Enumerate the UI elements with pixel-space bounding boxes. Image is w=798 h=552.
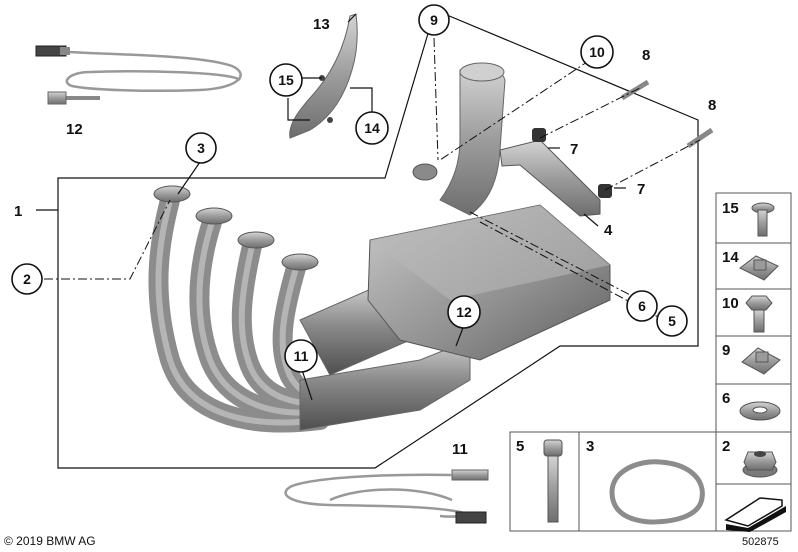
callout-labels: 1 4 7 7 8 8 13 12 11 — [14, 16, 716, 458]
callout-15: 15 — [269, 63, 303, 97]
callout-1: 1 — [14, 203, 22, 220]
lambda-sensor-11 — [284, 469, 489, 524]
direction-arrow-icon — [724, 497, 786, 532]
diagram-id: 502875 — [742, 536, 779, 548]
callout-7b: 7 — [637, 181, 645, 198]
legend-labels: 15 14 10 9 6 2 5 3 — [516, 200, 739, 455]
svg-text:2: 2 — [23, 271, 31, 287]
silencer-box — [367, 62, 611, 361]
circled-callouts: 2 3 9 10 15 14 6 5 — [11, 4, 688, 373]
callout-2: 2 — [11, 263, 43, 295]
legend-cell-3 — [578, 431, 717, 532]
svg-text:9: 9 — [430, 12, 438, 28]
callout-8a: 8 — [642, 47, 650, 64]
callout-4: 4 — [604, 222, 613, 239]
stud-8b — [686, 127, 714, 149]
callout-3: 3 — [185, 132, 217, 164]
legend-label-10: 10 — [722, 295, 739, 312]
lambda-sensor-12 — [35, 45, 242, 105]
svg-text:14: 14 — [364, 120, 380, 136]
svg-text:10: 10 — [589, 44, 605, 60]
legend-label-15: 15 — [722, 200, 739, 217]
legend-label-5: 5 — [516, 438, 524, 455]
exhaust-headers — [148, 185, 471, 433]
heat-shield-13 — [289, 13, 358, 139]
callout-12b: 12 — [66, 121, 83, 138]
legend-label-9: 9 — [722, 342, 730, 359]
flange-nut-2-icon — [742, 451, 778, 478]
clip-nut-14-icon — [739, 255, 779, 281]
legend-label-2: 2 — [722, 438, 730, 455]
callout-6: 6 — [626, 290, 658, 322]
rubber-mount-7a — [532, 128, 546, 142]
svg-text:15: 15 — [278, 72, 294, 88]
screw-15-icon — [751, 202, 775, 237]
hex-bolt-10-icon — [745, 295, 773, 333]
svg-text:6: 6 — [638, 298, 646, 314]
gasket-3-icon — [609, 459, 705, 525]
bracket-4 — [499, 79, 714, 217]
svg-text:11: 11 — [294, 348, 309, 364]
legend-label-14: 14 — [722, 249, 739, 266]
callout-11: 11 — [284, 339, 318, 373]
legend-label-6: 6 — [722, 390, 730, 407]
callout-9: 9 — [418, 4, 450, 36]
callout-10: 10 — [580, 35, 614, 69]
callout-5: 5 — [656, 305, 688, 337]
callout-14: 14 — [355, 111, 389, 145]
cap-bolt-5-icon — [543, 439, 563, 523]
callout-7a: 7 — [570, 141, 578, 158]
washer-6-icon — [739, 401, 781, 421]
legend-part-drawings — [543, 202, 786, 532]
callout-11b: 11 — [452, 441, 468, 458]
assembly-frame — [57, 9, 699, 469]
svg-text:3: 3 — [197, 140, 205, 156]
svg-text:5: 5 — [668, 313, 676, 329]
speed-nut-9-icon — [741, 347, 781, 375]
callout-8b: 8 — [708, 97, 716, 114]
callout-12: 12 — [447, 295, 481, 329]
rubber-mount-7b — [598, 184, 612, 198]
svg-text:12: 12 — [456, 304, 472, 320]
copyright-text: © 2019 BMW AG — [4, 534, 96, 548]
callout-13: 13 — [313, 16, 330, 33]
legend-label-3: 3 — [586, 438, 594, 455]
